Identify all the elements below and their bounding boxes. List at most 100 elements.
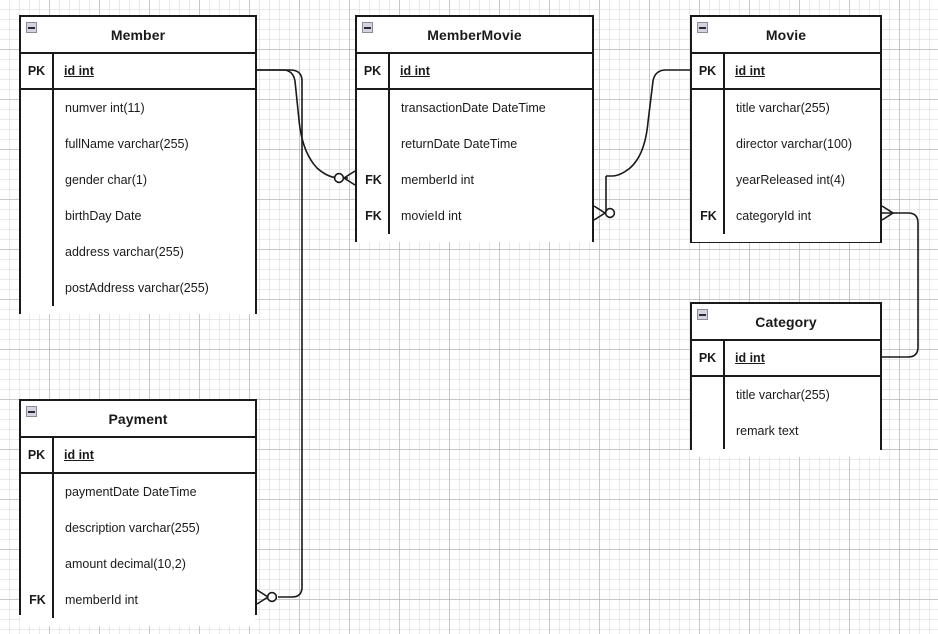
table-row[interactable]: paymentDate DateTime bbox=[21, 474, 255, 510]
zero-circle-icon bbox=[604, 207, 616, 219]
pk-field-name: id int bbox=[400, 63, 430, 78]
row-key: FK bbox=[700, 208, 717, 223]
column-divider bbox=[723, 90, 725, 234]
pk-label: PK bbox=[357, 54, 390, 88]
row-field-name: categoryId int bbox=[736, 208, 812, 223]
crows-foot-icon bbox=[881, 205, 895, 221]
table-row[interactable]: returnDate DateTime bbox=[357, 126, 592, 162]
collapse-minus-icon[interactable] bbox=[697, 22, 708, 33]
entity-movie-body: title varchar(255) director varchar(100)… bbox=[692, 90, 880, 242]
row-field-name: description varchar(255) bbox=[65, 520, 200, 535]
table-row[interactable]: remark text bbox=[692, 413, 880, 449]
table-row[interactable]: title varchar(255) bbox=[692, 377, 880, 413]
entity-category-pk-row[interactable]: PK id int bbox=[692, 341, 880, 377]
entity-membermovie[interactable]: MemberMovie PK id int transactionDate Da… bbox=[355, 15, 594, 242]
table-row[interactable]: FK memberId int bbox=[21, 582, 255, 618]
row-field-name: remark text bbox=[736, 423, 799, 438]
entity-category-body: title varchar(255) remark text bbox=[692, 377, 880, 457]
relationship-movie-membermovie bbox=[593, 69, 690, 221]
entity-member-title: Member bbox=[110, 26, 166, 43]
column-divider bbox=[388, 90, 390, 234]
table-row[interactable]: transactionDate DateTime bbox=[357, 90, 592, 126]
table-row[interactable]: gender char(1) bbox=[21, 162, 255, 198]
crows-foot-icon bbox=[256, 589, 270, 605]
entity-movie-header: Movie bbox=[692, 17, 880, 54]
row-field-name: gender char(1) bbox=[65, 172, 147, 187]
pk-label: PK bbox=[21, 438, 54, 472]
table-row[interactable]: FK categoryId int bbox=[692, 198, 880, 234]
entity-membermovie-title: MemberMovie bbox=[427, 26, 522, 43]
row-field-name: memberId int bbox=[401, 172, 474, 187]
row-field-name: address varchar(255) bbox=[65, 244, 184, 259]
table-row[interactable]: description varchar(255) bbox=[21, 510, 255, 546]
table-row[interactable]: FK memberId int bbox=[357, 162, 592, 198]
row-field-name: director varchar(100) bbox=[736, 136, 853, 151]
entity-payment-header: Payment bbox=[21, 401, 255, 438]
row-key: FK bbox=[29, 592, 46, 607]
entity-payment-pk-row[interactable]: PK id int bbox=[21, 438, 255, 474]
pk-label: PK bbox=[692, 341, 725, 375]
row-field-name: title varchar(255) bbox=[736, 100, 830, 115]
pk-field-name: id int bbox=[735, 350, 765, 365]
relationship-member-membermovie bbox=[257, 69, 356, 186]
entity-member[interactable]: Member PK id int numver int(11) fullName… bbox=[19, 15, 257, 314]
table-row[interactable]: address varchar(255) bbox=[21, 234, 255, 270]
entity-category[interactable]: Category PK id int title varchar(255) re… bbox=[690, 302, 882, 457]
row-field-name: amount decimal(10,2) bbox=[65, 556, 186, 571]
entity-category-title: Category bbox=[755, 313, 817, 330]
entity-membermovie-body: transactionDate DateTime returnDate Date… bbox=[357, 90, 592, 242]
entity-movie-pk-row[interactable]: PK id int bbox=[692, 54, 880, 90]
collapse-minus-icon[interactable] bbox=[26, 22, 37, 33]
entity-movie-title: Movie bbox=[765, 26, 807, 43]
entity-membermovie-header: MemberMovie bbox=[357, 17, 592, 54]
table-row[interactable]: yearReleased int(4) bbox=[692, 162, 880, 198]
pk-field-name: id int bbox=[64, 447, 94, 462]
table-row[interactable]: postAddress varchar(255) bbox=[21, 270, 255, 306]
zero-circle-icon bbox=[266, 591, 278, 603]
table-row[interactable]: FK movieId int bbox=[357, 198, 592, 234]
row-key: FK bbox=[365, 172, 382, 187]
column-divider bbox=[52, 474, 54, 618]
row-key: FK bbox=[365, 208, 382, 223]
row-field-name: title varchar(255) bbox=[736, 387, 830, 402]
row-field-name: movieId int bbox=[401, 208, 462, 223]
collapse-minus-icon[interactable] bbox=[697, 309, 708, 320]
row-field-name: numver int(11) bbox=[65, 100, 145, 115]
column-divider bbox=[52, 90, 54, 306]
entity-category-header: Category bbox=[692, 304, 880, 341]
row-field-name: returnDate DateTime bbox=[401, 136, 518, 151]
row-field-name: paymentDate DateTime bbox=[65, 484, 197, 499]
row-field-name: transactionDate DateTime bbox=[401, 100, 546, 115]
row-field-name: memberId int bbox=[65, 592, 138, 607]
collapse-minus-icon[interactable] bbox=[26, 406, 37, 417]
table-row[interactable]: director varchar(100) bbox=[692, 126, 880, 162]
table-row[interactable]: title varchar(255) bbox=[692, 90, 880, 126]
column-divider bbox=[723, 377, 725, 449]
table-row[interactable]: amount decimal(10,2) bbox=[21, 546, 255, 582]
table-row[interactable]: numver int(11) bbox=[21, 90, 255, 126]
crows-foot-icon bbox=[593, 205, 607, 221]
relationship-category-movie bbox=[881, 205, 919, 358]
row-field-name: postAddress varchar(255) bbox=[65, 280, 209, 295]
entity-member-header: Member bbox=[21, 17, 255, 54]
entity-payment[interactable]: Payment PK id int paymentDate DateTime d… bbox=[19, 399, 257, 626]
pk-field-name: id int bbox=[64, 63, 94, 78]
pk-field-name: id int bbox=[735, 63, 765, 78]
entity-membermovie-pk-row[interactable]: PK id int bbox=[357, 54, 592, 90]
zero-circle-icon bbox=[333, 172, 345, 184]
entity-payment-body: paymentDate DateTime description varchar… bbox=[21, 474, 255, 626]
collapse-minus-icon[interactable] bbox=[362, 22, 373, 33]
pk-label: PK bbox=[21, 54, 54, 88]
pk-label: PK bbox=[692, 54, 725, 88]
relationship-member-payment bbox=[256, 69, 303, 605]
crows-foot-icon bbox=[342, 170, 356, 186]
table-row[interactable]: birthDay Date bbox=[21, 198, 255, 234]
entity-member-pk-row[interactable]: PK id int bbox=[21, 54, 255, 90]
entity-payment-title: Payment bbox=[108, 410, 168, 427]
row-field-name: yearReleased int(4) bbox=[736, 172, 846, 187]
row-field-name: fullName varchar(255) bbox=[65, 136, 189, 151]
row-field-name: birthDay Date bbox=[65, 208, 142, 223]
entity-movie[interactable]: Movie PK id int title varchar(255) direc… bbox=[690, 15, 882, 243]
table-row[interactable]: fullName varchar(255) bbox=[21, 126, 255, 162]
